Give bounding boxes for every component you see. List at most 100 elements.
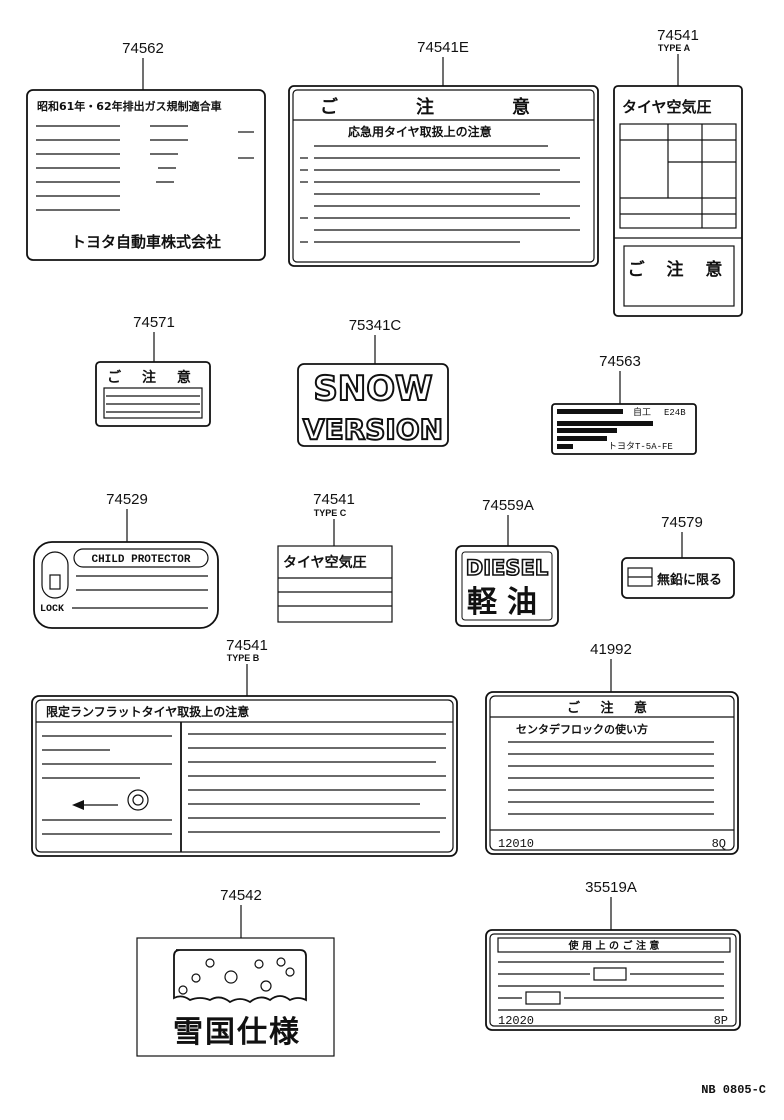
engine-code: E24B — [664, 408, 686, 418]
fuel-type-text: 軽油 — [467, 585, 547, 620]
caution-text: ご 注 意 — [628, 259, 731, 280]
label-outline — [26, 89, 266, 261]
arrow-left-icon — [72, 800, 118, 810]
label-title: ご 注 意 — [567, 700, 655, 716]
text-lines-left — [42, 735, 172, 835]
label-header-text: タイヤ空気圧 — [283, 554, 367, 571]
label-75341C[interactable]: 75341C SNOW VERSION — [297, 317, 449, 447]
label-74541-type-b[interactable]: 74541 TYPE B 限定ランフラットタイヤ取扱上の注意 — [31, 637, 458, 857]
label-74541E[interactable]: 74541E ご 注 意 応急用タイヤ取扱上の注意 — [288, 39, 599, 267]
part-number-75341C: 75341C — [349, 317, 402, 334]
text-lines — [498, 961, 724, 1011]
label-header-text: タイヤ空気圧 — [622, 98, 712, 116]
version-text: VERSION — [303, 413, 443, 446]
label-outline — [33, 541, 219, 629]
banner-pill — [73, 548, 209, 568]
snowflake-dots — [178, 957, 295, 995]
label-74541-type-c[interactable]: 74541 TYPE C タイヤ空気圧 — [277, 491, 393, 623]
text-lines — [300, 145, 580, 243]
label-inner-border — [489, 933, 737, 1027]
title-box — [497, 937, 731, 953]
label-74529[interactable]: 74529 CHILD PROTECTOR LOCK — [33, 491, 219, 629]
part-number-74541E: 74541E — [417, 39, 469, 56]
label-74541-type-a[interactable]: 74541 TYPE A タイヤ空気圧 ご 注 意 — [613, 27, 743, 317]
label-subtitle: 応急用タイヤ取扱上の注意 — [348, 124, 492, 139]
label-41992[interactable]: 41992 ご 注 意 センタデフロックの使い方 12010 8Q — [485, 641, 739, 855]
label-74562[interactable]: 74562 昭和61年・62年排出ガス規制適合車 トヨタ自動車株式会社 — [26, 40, 266, 261]
child-protector-text: CHILD PROTECTOR — [91, 554, 190, 566]
code-left: 12010 — [498, 837, 534, 851]
text-lines-right — [188, 733, 446, 833]
text-lines — [508, 741, 714, 815]
lock-text: LOCK — [40, 604, 64, 615]
label-inner-border — [489, 695, 735, 851]
snow-country-spec-text: 雪国仕様 — [173, 1015, 301, 1050]
label-outline — [485, 929, 741, 1031]
label-outline — [485, 691, 739, 855]
label-outline — [277, 545, 393, 623]
part-number-74571: 74571 — [133, 314, 175, 331]
label-footer-text: トヨタ自動車株式会社 — [71, 233, 221, 251]
code-right: 8Q — [712, 837, 726, 851]
part-number-74542: 74542 — [220, 887, 262, 904]
lock-knob — [49, 574, 61, 590]
table-lines — [278, 577, 392, 607]
text-lines — [557, 409, 653, 449]
pressure-table — [619, 123, 737, 229]
label-outline — [455, 545, 559, 627]
label-subtitle: センタデフロックの使い方 — [516, 722, 648, 736]
model-code: トヨタT-5A-FE — [608, 441, 673, 452]
part-number-74579: 74579 — [661, 514, 703, 531]
label-outline — [297, 363, 449, 447]
type-label: TYPE B — [227, 653, 260, 663]
factory-mark: 自工 — [633, 406, 651, 418]
label-74571[interactable]: 74571 ご 注 意 — [95, 314, 211, 427]
figure-code: NB 0805-C — [701, 1083, 766, 1097]
label-74542[interactable]: 74542 雪国仕様 — [136, 887, 335, 1057]
type-label: TYPE A — [658, 43, 691, 53]
part-number-74541: 74541 — [313, 491, 355, 508]
caution-box — [623, 245, 735, 307]
text-box — [103, 387, 203, 419]
label-35519A[interactable]: 35519A 使 用 上 の ご 注 意 12020 8P — [485, 879, 741, 1031]
text-lines — [36, 125, 254, 211]
label-header-text: 限定ランフラットタイヤ取扱上の注意 — [46, 704, 249, 719]
text-lines — [106, 395, 200, 413]
label-outline — [31, 695, 458, 857]
part-number-74529: 74529 — [106, 491, 148, 508]
label-outline — [136, 937, 335, 1057]
text-lines — [72, 575, 208, 609]
code-left: 12020 — [498, 1014, 534, 1028]
type-label: TYPE C — [314, 508, 347, 518]
diesel-text: DIESEL — [466, 556, 548, 580]
label-inner-border — [292, 89, 595, 263]
label-header-text: 昭和61年・62年排出ガス規制適合車 — [37, 99, 222, 113]
part-number-35519A: 35519A — [585, 879, 637, 896]
part-number-74563: 74563 — [599, 353, 641, 370]
label-title: 使 用 上 の ご 注 意 — [568, 939, 660, 952]
label-outline — [621, 557, 735, 599]
part-number-74541: 74541 — [657, 27, 699, 44]
code-right: 8P — [714, 1014, 728, 1028]
part-number-41992: 41992 — [590, 641, 632, 658]
label-title: ご 注 意 — [320, 96, 560, 118]
unleaded-only-text: 無鉛に限る — [657, 572, 722, 588]
label-74559A[interactable]: 74559A DIESEL 軽油 — [455, 497, 559, 627]
label-outline — [551, 403, 697, 455]
label-outline — [288, 85, 599, 267]
label-inner — [461, 551, 553, 621]
label-outline — [95, 361, 211, 427]
tire-valve-icon — [127, 789, 149, 811]
snow-text: SNOW — [313, 369, 432, 409]
label-outline — [613, 85, 743, 317]
part-number-74562: 74562 — [122, 40, 164, 57]
label-title: ご 注 意 — [107, 369, 199, 386]
lock-switch — [41, 551, 69, 599]
label-inner-border — [35, 699, 454, 853]
part-number-74541: 74541 — [226, 637, 268, 654]
snow-scene-icon — [173, 949, 307, 1004]
label-74563[interactable]: 74563 自工 E24B トヨタT-5A-FE — [551, 353, 697, 455]
label-74579[interactable]: 74579 無鉛に限る — [621, 514, 735, 599]
part-number-74559A: 74559A — [482, 497, 534, 514]
